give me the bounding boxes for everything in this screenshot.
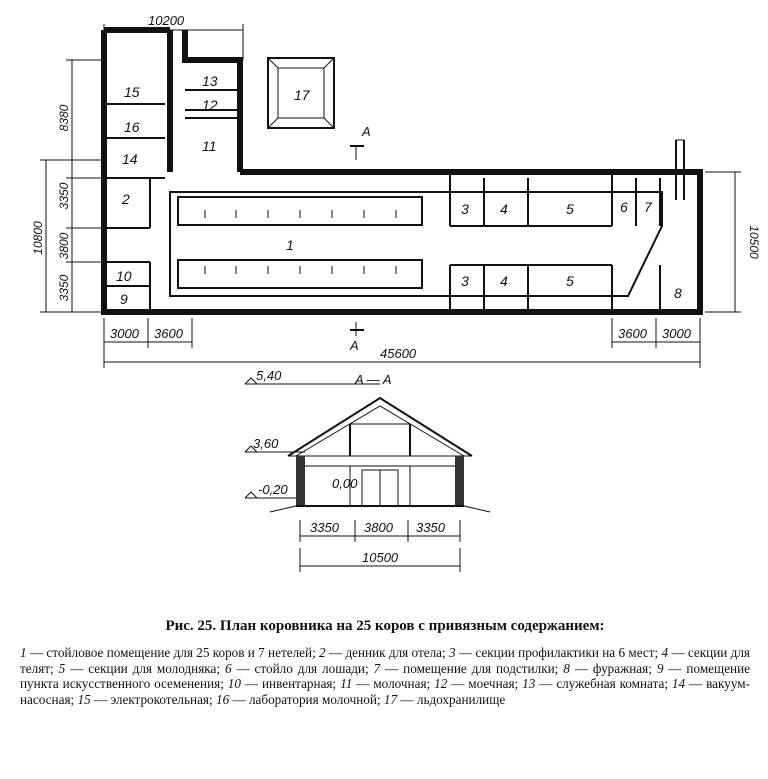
cross-section: A — A 5,40 3,60 -0,20 0,00 [244,368,491,572]
room-1: 1 [286,237,294,253]
legend-text: — льдохранилище [397,691,506,707]
legend-num: 13 [522,676,536,691]
legend-text: — стойловое помещение для 25 коров и 7 н… [26,645,320,660]
section-title: A — A [354,372,392,387]
section-marker-top: A [361,124,371,139]
dim-top-width-label: 10200 [148,13,185,28]
legend-num: 5 [58,660,66,676]
ice-storage [267,57,335,129]
room-labels: 1 2 3 3 4 4 5 5 6 7 8 9 10 11 12 13 14 1… [116,73,682,307]
room-5-top: 5 [566,201,574,217]
floor-plan-drawing: 10200 10800 8380 3350 3800 3350 10500 [31,13,761,572]
figure-caption: Рис. 25. План коровника на 25 коров с пр… [20,618,750,707]
elevation-000: 0,00 [332,476,358,491]
legend-num: 9 [656,660,664,676]
room-4-top: 4 [500,201,508,217]
legend-num: 8 [563,660,570,676]
legend-text: — служебная комната; [535,676,672,691]
room-5-bottom: 5 [566,273,574,289]
legend-text: — секции для молодняка; [65,660,225,676]
dim-left-chains: 10800 8380 3350 3800 3350 [31,59,104,313]
room-12: 12 [202,97,218,113]
dim-bottom-right-1: 3600 [618,326,648,341]
room-3-top: 3 [461,201,469,217]
dim-bottom-left-1: 3000 [110,326,140,341]
room-6: 6 [620,199,628,215]
room-14: 14 [122,151,138,167]
legend-text: — лаборатория молочной; [229,691,384,707]
legend-text: — секции профилактики на 6 мест; [455,645,662,660]
room-3-bottom: 3 [461,273,469,289]
legend-num: 16 [215,691,230,707]
legend-text: — инвентарная; [240,676,341,691]
legend-text: — вакуум-насосная; [20,676,750,707]
caption-legend: 1 — стойловое помещение для 25 коров и 7… [20,645,750,707]
building-walls [101,27,703,315]
room-16: 16 [124,119,140,135]
dim-left-upper-label: 8380 [57,104,71,131]
section-dim-2: 3800 [364,520,394,535]
section-dim-3: 3350 [416,520,446,535]
room-10: 10 [116,268,132,284]
legend-text: — фуражная; [569,660,657,676]
legend-text: — помещение пункта искусственного осемен… [20,660,751,692]
room-8: 8 [674,285,682,301]
dim-total-height-label: 10800 [31,221,45,255]
dim-total-length-label: 45600 [380,346,417,361]
room-15: 15 [124,84,140,100]
stall-rows [169,191,663,297]
elevation-m020: -0,20 [258,482,288,497]
room-7: 7 [644,199,653,215]
legend-num: 14 [671,676,686,691]
legend-num: 6 [224,660,232,676]
legend-num: 4 [661,645,669,660]
dim-right-height: 10500 [705,171,761,313]
dim-bottom-left-2: 3600 [154,326,184,341]
dim-left-seg-1: 3350 [57,182,71,209]
room-2: 2 [121,191,130,207]
dim-left-seg-2: 3800 [57,232,71,259]
legend-num: 15 [77,691,91,707]
legend-text: — помещение для подстилки; [380,660,564,676]
dim-top-width: 10200 [103,13,244,60]
legend-text: — денник для отела; [325,645,449,660]
caption-title: Рис. 25. План коровника на 25 коров с пр… [165,618,605,634]
dim-bottom: 3000 3600 3600 3000 45600 [103,318,701,368]
room-17: 17 [294,87,311,103]
legend-num: 7 [373,660,381,676]
section-total-dim: 10500 [362,550,399,565]
legend-num: 2 [319,645,326,660]
dim-left-seg-3: 3350 [57,274,71,301]
section-markers: A A [349,124,371,353]
legend-num: 17 [383,691,398,707]
room-11: 11 [202,138,217,154]
legend-text: — молочная; [352,676,435,691]
legend-num: 11 [340,676,353,691]
legend-text: — секции для телят; [20,645,750,676]
room-9: 9 [120,291,128,307]
legend-num: 10 [227,676,241,691]
room-13: 13 [202,73,218,89]
section-dim-1: 3350 [310,520,340,535]
elevation-540: 5,40 [256,368,282,383]
section-marker-bottom: A [349,338,359,353]
dim-right-height-label: 10500 [747,225,761,259]
legend-num: 3 [449,645,456,660]
legend-num: 12 [434,676,448,691]
legend-text: — стойло для лошади; [231,660,374,676]
legend-text: — электрокотельная; [90,691,216,707]
legend-num: 1 [20,645,27,660]
legend-text: — моечная; [447,676,523,691]
elevation-360: 3,60 [253,436,279,451]
room-4-bottom: 4 [500,273,508,289]
dim-bottom-right-2: 3000 [662,326,692,341]
